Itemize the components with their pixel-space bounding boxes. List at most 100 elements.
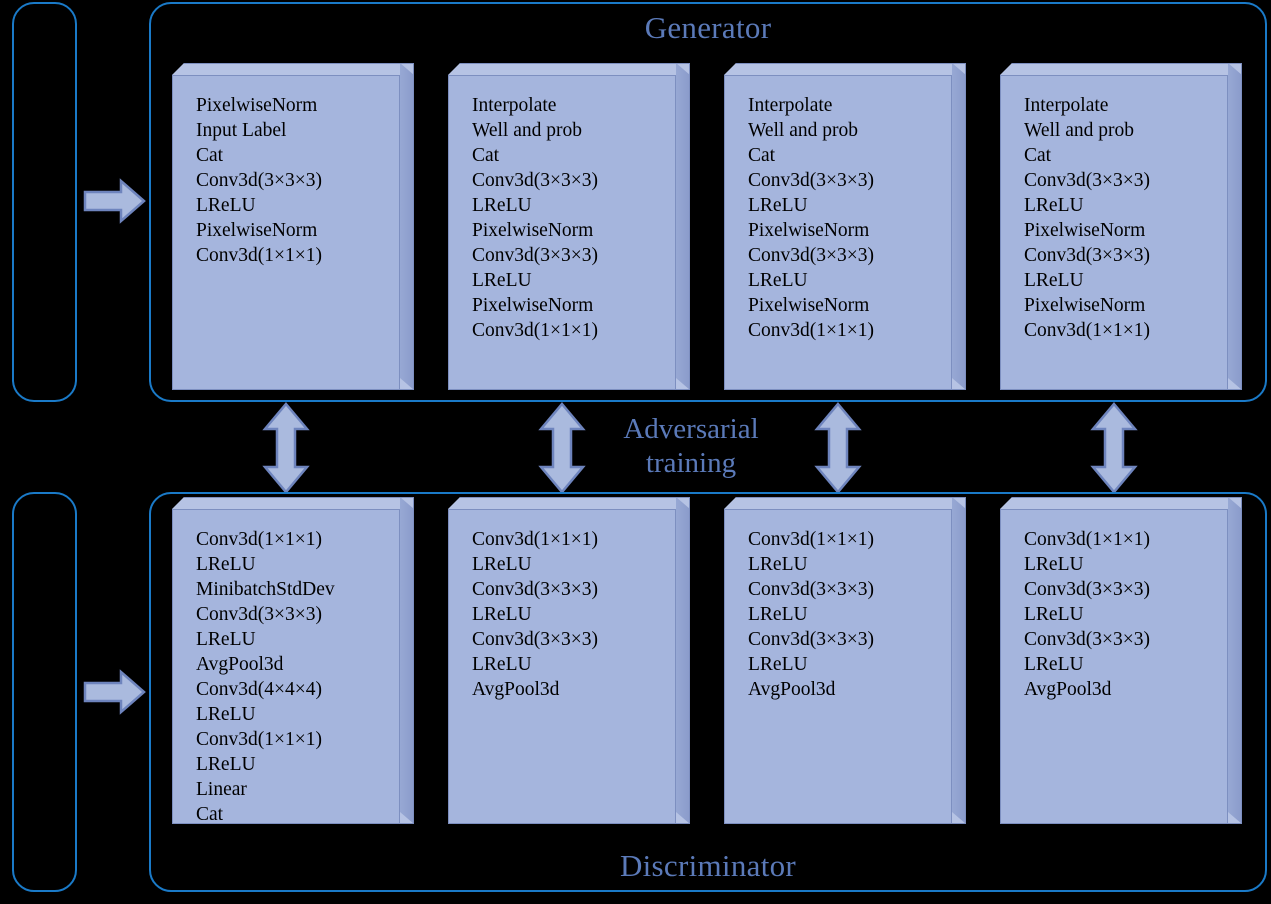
layer-line: PixelwiseNorm <box>196 95 318 116</box>
layer-line: Conv3d(1×1×1) <box>1024 529 1150 550</box>
layer-line: Cat <box>748 145 776 166</box>
layer-line: Conv3d(1×1×1) <box>748 529 874 550</box>
layer-line: LReLU <box>196 554 256 575</box>
layer-line: Conv3d(4×4×4) <box>196 679 322 700</box>
discriminator-panel <box>149 492 1267 892</box>
layer-line: AvgPool3d <box>196 654 284 675</box>
layer-line: Conv3d(3×3×3) <box>1024 579 1150 600</box>
layer-line: Conv3d(3×3×3) <box>196 604 322 625</box>
layer-line: LReLU <box>748 554 808 575</box>
layer-line: Conv3d(1×1×1) <box>472 320 598 341</box>
discriminator-block-4-lines: Conv3d(1×1×1) LReLU Conv3d(3×3×3) LReLU Conv… <box>1000 509 1228 824</box>
layer-line: PixelwiseNorm <box>472 220 594 241</box>
layer-line: Conv3d(3×3×3) <box>472 629 598 650</box>
layer-line: Conv3d(3×3×3) <box>472 245 598 266</box>
adversarial-line-2: training <box>645 447 737 479</box>
discriminator-title: Discriminator <box>619 848 797 883</box>
layer-line: Conv3d(3×3×3) <box>748 170 874 191</box>
layer-line: Conv3d(1×1×1) <box>748 320 874 341</box>
layer-line: Well and prob <box>472 120 582 141</box>
block-right-face <box>676 63 690 390</box>
block-front-face <box>448 509 676 824</box>
layer-line: LReLU <box>472 604 532 625</box>
adversarial-arrow-2 <box>538 402 586 494</box>
layer-line: MinibatchStdDev <box>196 579 335 600</box>
layer-line: PixelwiseNorm <box>472 295 594 316</box>
block-front-face <box>448 75 676 390</box>
layer-line: PixelwiseNorm <box>748 295 870 316</box>
block-right-face <box>400 497 414 824</box>
layer-line: LReLU <box>196 704 256 725</box>
layer-line: AvgPool3d <box>748 679 836 700</box>
block-front-face <box>172 509 400 824</box>
block-front-face <box>172 75 400 390</box>
layer-line: LReLU <box>472 554 532 575</box>
layer-line: Conv3d(3×3×3) <box>196 170 322 191</box>
block-right-face <box>952 497 966 824</box>
layer-line: Interpolate <box>472 95 557 116</box>
discriminator-input-panel <box>12 492 77 892</box>
layer-line: Cat <box>472 145 500 166</box>
layer-line: LReLU <box>196 195 256 216</box>
layer-line: LReLU <box>1024 654 1084 675</box>
layer-line: LReLU <box>748 270 808 291</box>
block-right-face <box>676 497 690 824</box>
discriminator-block-2[interactable]: Conv3d(1×1×1) LReLU Conv3d(3×3×3) LReLU Conv… <box>448 497 690 824</box>
generator-input-panel <box>12 2 77 402</box>
layer-line: Linear <box>196 779 247 800</box>
layer-line: Interpolate <box>1024 95 1109 116</box>
layer-line: PixelwiseNorm <box>748 220 870 241</box>
layer-line: LReLU <box>472 195 532 216</box>
layer-line: Conv3d(1×1×1) <box>472 529 598 550</box>
layer-line: LReLU <box>472 654 532 675</box>
block-front-face <box>724 509 952 824</box>
layer-line: PixelwiseNorm <box>196 220 318 241</box>
layer-line: LReLU <box>1024 270 1084 291</box>
layer-line: Conv3d(3×3×3) <box>472 579 598 600</box>
discriminator-block-4[interactable]: Conv3d(1×1×1) LReLU Conv3d(3×3×3) LReLU Conv… <box>1000 497 1242 824</box>
adversarial-arrow-1 <box>262 402 310 494</box>
discriminator-input-arrow <box>83 669 146 715</box>
layer-line: Well and prob <box>748 120 858 141</box>
layer-line: Well and prob <box>1024 120 1134 141</box>
layer-line: LReLU <box>748 195 808 216</box>
layer-line: AvgPool3d <box>472 679 560 700</box>
adversarial-arrow-4 <box>1090 402 1138 494</box>
layer-line: LReLU <box>196 629 256 650</box>
generator-input-arrow <box>83 178 146 224</box>
block-right-face <box>1228 63 1242 390</box>
adversarial-line-1: Adversarial <box>623 413 759 445</box>
layer-line: PixelwiseNorm <box>1024 295 1146 316</box>
layer-line: LReLU <box>1024 604 1084 625</box>
block-front-face <box>1000 75 1228 390</box>
layer-line: LReLU <box>196 754 256 775</box>
layer-line: Conv3d(1×1×1) <box>196 729 322 750</box>
layer-line: LReLU <box>1024 195 1084 216</box>
generator-title: Generator <box>644 10 772 45</box>
layer-line: Cat <box>196 804 224 824</box>
layer-line: Cat <box>196 145 224 166</box>
layer-line: PixelwiseNorm <box>1024 220 1146 241</box>
layer-line: LReLU <box>472 270 532 291</box>
layer-line: Conv3d(3×3×3) <box>1024 245 1150 266</box>
layer-line: Conv3d(3×3×3) <box>748 245 874 266</box>
layer-line: Conv3d(3×3×3) <box>748 629 874 650</box>
layer-line: Conv3d(1×1×1) <box>1024 320 1150 341</box>
generator-panel <box>149 2 1267 402</box>
layer-line: Conv3d(1×1×1) <box>196 245 322 266</box>
layer-line: Conv3d(3×3×3) <box>1024 629 1150 650</box>
layer-line: Conv3d(3×3×3) <box>1024 170 1150 191</box>
layer-line: LReLU <box>748 604 808 625</box>
